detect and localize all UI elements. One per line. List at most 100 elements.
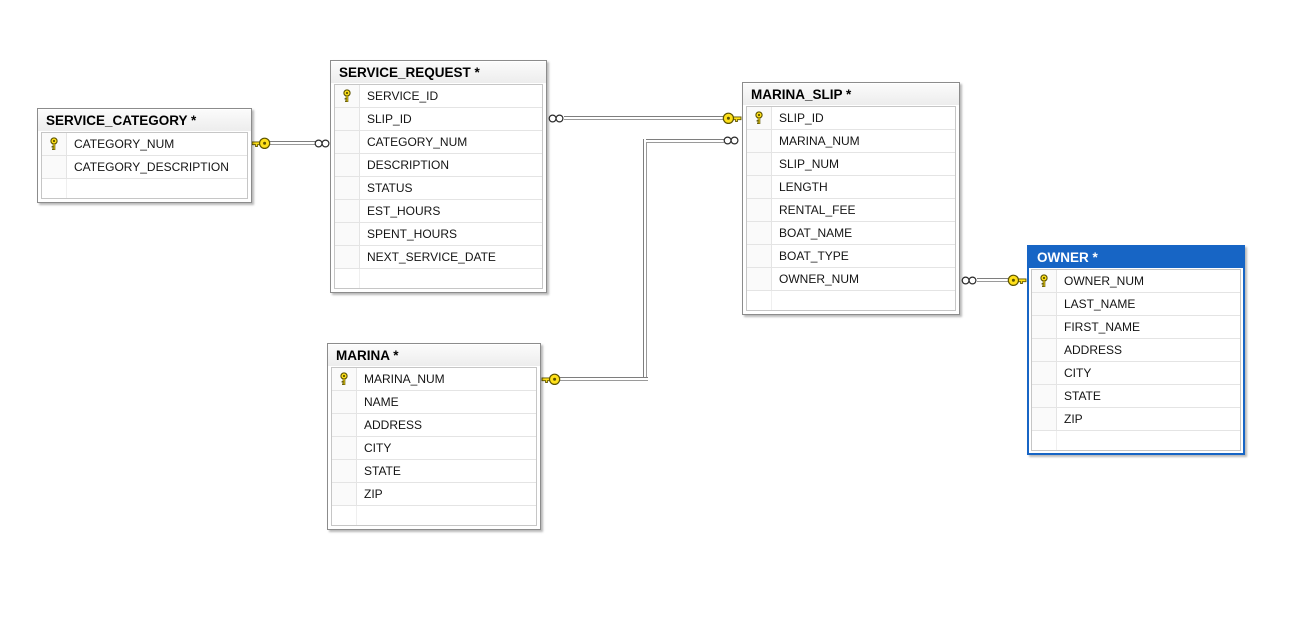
column-name: EST_HOURS <box>367 204 441 218</box>
key-cell <box>335 131 360 153</box>
relationship-line[interactable] <box>269 141 316 145</box>
key-cell <box>335 154 360 176</box>
column-name: MARINA_NUM <box>779 134 860 148</box>
table-column-row[interactable]: BOAT_NAME <box>747 222 955 245</box>
table-column-row[interactable]: RENTAL_FEE <box>747 199 955 222</box>
table-marina[interactable]: MARINA * MARINA_NUM NAME <box>327 343 541 530</box>
key-cell <box>747 176 772 198</box>
table-header[interactable]: SERVICE_REQUEST * <box>331 62 546 83</box>
column-name: CATEGORY_DESCRIPTION <box>74 160 229 174</box>
column-name: DESCRIPTION <box>367 158 450 172</box>
column-name: MARINA_NUM <box>364 372 445 386</box>
column-name: SLIP_ID <box>367 112 412 126</box>
table-column-row[interactable]: SPENT_HOURS <box>335 223 542 246</box>
table-column-row[interactable]: CITY <box>332 437 536 460</box>
table-column-row[interactable]: CITY <box>1032 362 1240 385</box>
table-column-row[interactable]: EST_HOURS <box>335 200 542 223</box>
primary-key-icon <box>340 372 348 385</box>
table-column-row[interactable]: NAME <box>332 391 536 414</box>
table-service-category[interactable]: SERVICE_CATEGORY * CATEGORY_NUM CATEGORY… <box>37 108 252 203</box>
table-title: OWNER * <box>1037 250 1098 265</box>
table-column-row[interactable]: LENGTH <box>747 176 955 199</box>
relationship-line[interactable] <box>564 116 724 120</box>
column-name: ADDRESS <box>1064 343 1123 357</box>
column-name: ADDRESS <box>364 418 423 432</box>
key-cell <box>747 199 772 221</box>
column-name: SLIP_ID <box>779 111 824 125</box>
column-name: NAME <box>364 395 399 409</box>
table-column-row[interactable]: SLIP_NUM <box>747 153 955 176</box>
table-column-row[interactable]: ZIP <box>332 483 536 506</box>
table-column-row[interactable]: ADDRESS <box>1032 339 1240 362</box>
key-cell <box>747 291 772 310</box>
key-cell <box>332 483 357 505</box>
table-title: MARINA_SLIP * <box>751 87 852 102</box>
key-cell <box>1032 316 1057 338</box>
table-column-row[interactable]: NEXT_SERVICE_DATE <box>335 246 542 269</box>
table-column-row[interactable]: DESCRIPTION <box>335 154 542 177</box>
relationship-line[interactable] <box>977 278 1008 282</box>
infinity-many-end-icon <box>548 114 564 123</box>
table-header[interactable]: MARINA_SLIP * <box>743 84 959 105</box>
table-title: MARINA * <box>336 348 399 363</box>
column-name: STATE <box>364 464 401 478</box>
table-column-row[interactable]: STATE <box>332 460 536 483</box>
column-name: CITY <box>1064 366 1092 380</box>
table-column-row[interactable]: OWNER_NUM <box>747 268 955 291</box>
key-cell <box>1032 408 1057 430</box>
empty-row <box>332 506 536 525</box>
table-service-request[interactable]: SERVICE_REQUEST * SERVICE_ID SLIP_ID <box>330 60 547 293</box>
table-column-row[interactable]: OWNER_NUM <box>1032 270 1240 293</box>
table-column-row[interactable]: SERVICE_ID <box>335 85 542 108</box>
column-name: OWNER_NUM <box>1064 274 1144 288</box>
column-name: SPENT_HOURS <box>367 227 458 241</box>
column-name: SLIP_NUM <box>779 157 840 171</box>
column-name: RENTAL_FEE <box>779 203 856 217</box>
table-column-row[interactable]: SLIP_ID <box>747 107 955 130</box>
table-column-row[interactable]: SLIP_ID <box>335 108 542 131</box>
table-column-grid: SLIP_ID MARINA_NUM SLIP_NUM <box>746 106 956 311</box>
table-column-row[interactable]: CATEGORY_NUM <box>335 131 542 154</box>
key-cell <box>335 177 360 199</box>
key-cell <box>335 85 360 107</box>
primary-key-icon <box>50 137 58 150</box>
column-name: LENGTH <box>779 180 828 194</box>
infinity-many-end-icon <box>723 136 739 145</box>
key-cell <box>42 133 67 155</box>
table-column-row[interactable]: MARINA_NUM <box>332 368 536 391</box>
key-cell <box>332 506 357 525</box>
key-cell <box>1032 362 1057 384</box>
table-column-row[interactable]: MARINA_NUM <box>747 130 955 153</box>
table-header[interactable]: SERVICE_CATEGORY * <box>38 110 251 131</box>
table-column-row[interactable]: LAST_NAME <box>1032 293 1240 316</box>
table-owner[interactable]: OWNER * OWNER_NUM LAST_NAME <box>1027 245 1245 455</box>
key-cell <box>747 153 772 175</box>
table-column-row[interactable]: STATUS <box>335 177 542 200</box>
infinity-many-end-icon <box>314 139 330 148</box>
column-name: OWNER_NUM <box>779 272 859 286</box>
column-name: CATEGORY_NUM <box>367 135 468 149</box>
relationship-line[interactable] <box>646 139 724 143</box>
primary-key-icon <box>343 89 351 102</box>
table-header[interactable]: OWNER * <box>1029 247 1243 268</box>
column-name: STATUS <box>367 181 413 195</box>
column-name: BOAT_NAME <box>779 226 853 240</box>
relationship-line[interactable] <box>559 377 648 381</box>
key-cell <box>747 107 772 129</box>
table-title: SERVICE_REQUEST * <box>339 65 480 80</box>
key-cell <box>747 130 772 152</box>
table-column-row[interactable]: BOAT_TYPE <box>747 245 955 268</box>
table-column-row[interactable]: ZIP <box>1032 408 1240 431</box>
table-column-row[interactable]: CATEGORY_DESCRIPTION <box>42 156 247 179</box>
table-header[interactable]: MARINA * <box>328 345 540 366</box>
table-column-row[interactable]: CATEGORY_NUM <box>42 133 247 156</box>
table-marina-slip[interactable]: MARINA_SLIP * SLIP_ID MARINA_NUM <box>742 82 960 315</box>
table-column-row[interactable]: ADDRESS <box>332 414 536 437</box>
table-column-row[interactable]: FIRST_NAME <box>1032 316 1240 339</box>
key-cell <box>1032 385 1057 407</box>
key-cell <box>1032 339 1057 361</box>
key-cell <box>332 391 357 413</box>
relationship-line[interactable] <box>643 139 647 377</box>
table-column-row[interactable]: STATE <box>1032 385 1240 408</box>
